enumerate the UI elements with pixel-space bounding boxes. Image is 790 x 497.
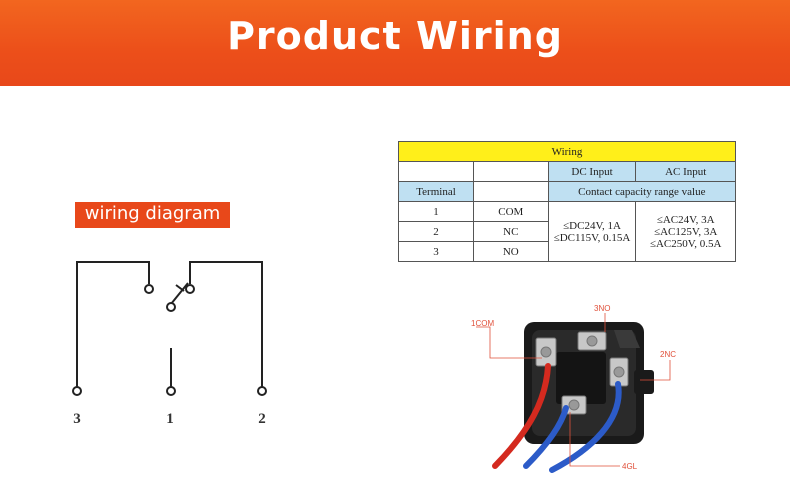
node-top-left bbox=[144, 284, 154, 294]
wire-terminal-3 bbox=[76, 261, 150, 388]
terminal-1-node bbox=[166, 386, 176, 396]
terminal-cell: 1 bbox=[398, 201, 474, 222]
node-top-right bbox=[185, 284, 195, 294]
capacity-header: Contact capacity range value bbox=[547, 181, 737, 202]
blue-wire-1 bbox=[523, 405, 569, 469]
blue-wire-2 bbox=[549, 381, 622, 473]
wiring-diagram-label: wiring diagram bbox=[84, 203, 221, 224]
dc-value: ≤DC115V, 0.15A bbox=[553, 231, 631, 244]
dc-input-header: DC Input bbox=[547, 161, 637, 182]
callout-3no: 3NO bbox=[594, 304, 610, 313]
terminal-name-cell: COM bbox=[473, 201, 549, 222]
wiring-diagram-tag: wiring diagram bbox=[75, 202, 230, 228]
dc-values-cell: ≤DC24V, 1A ≤DC115V, 0.15A bbox=[547, 201, 637, 262]
terminal-name-cell: NO bbox=[473, 241, 549, 262]
switch-contact-arm bbox=[170, 282, 189, 305]
terminal-number-3: 3 bbox=[73, 411, 81, 427]
table-empty-cell bbox=[398, 161, 474, 182]
ac-values-cell: ≤AC24V, 3A ≤AC125V, 3A ≤AC250V, 0.5A bbox=[635, 201, 736, 262]
callout-lines bbox=[476, 313, 671, 467]
callout-2nc: 2NC bbox=[660, 350, 676, 359]
callout-1com: 1COM bbox=[471, 319, 494, 328]
table-empty-cell bbox=[473, 181, 549, 202]
terminal-cell: 2 bbox=[398, 221, 474, 242]
red-wire bbox=[492, 363, 551, 469]
terminal-name-cell: NC bbox=[473, 221, 549, 242]
ac-value: ≤AC24V, 3A bbox=[656, 213, 715, 226]
table-title: Wiring bbox=[398, 141, 736, 162]
screw-terminals bbox=[535, 331, 629, 415]
dc-value: ≤DC24V, 1A bbox=[563, 219, 621, 232]
table-empty-cell bbox=[473, 161, 549, 182]
page-title: Product Wiring bbox=[227, 14, 563, 58]
wire-terminal-2 bbox=[189, 261, 263, 388]
terminal-number-1: 1 bbox=[166, 411, 174, 427]
header-banner: Product Wiring bbox=[0, 0, 790, 86]
terminal-2-node bbox=[257, 386, 267, 396]
ac-input-header: AC Input bbox=[635, 161, 736, 182]
terminal-3-node bbox=[72, 386, 82, 396]
ac-value: ≤AC250V, 0.5A bbox=[649, 237, 722, 250]
terminal-number-2: 2 bbox=[258, 411, 266, 427]
callout-4gl: 4GL bbox=[622, 462, 638, 471]
node-switch bbox=[166, 302, 176, 312]
ac-value: ≤AC125V, 3A bbox=[654, 225, 718, 238]
wiring-table: Wiring DC Input AC Input Terminal Contac… bbox=[398, 141, 737, 262]
product-photo bbox=[492, 322, 654, 473]
terminal-header: Terminal bbox=[398, 181, 474, 202]
terminal-cell: 3 bbox=[398, 241, 474, 262]
switch-contact-tick bbox=[175, 284, 185, 292]
